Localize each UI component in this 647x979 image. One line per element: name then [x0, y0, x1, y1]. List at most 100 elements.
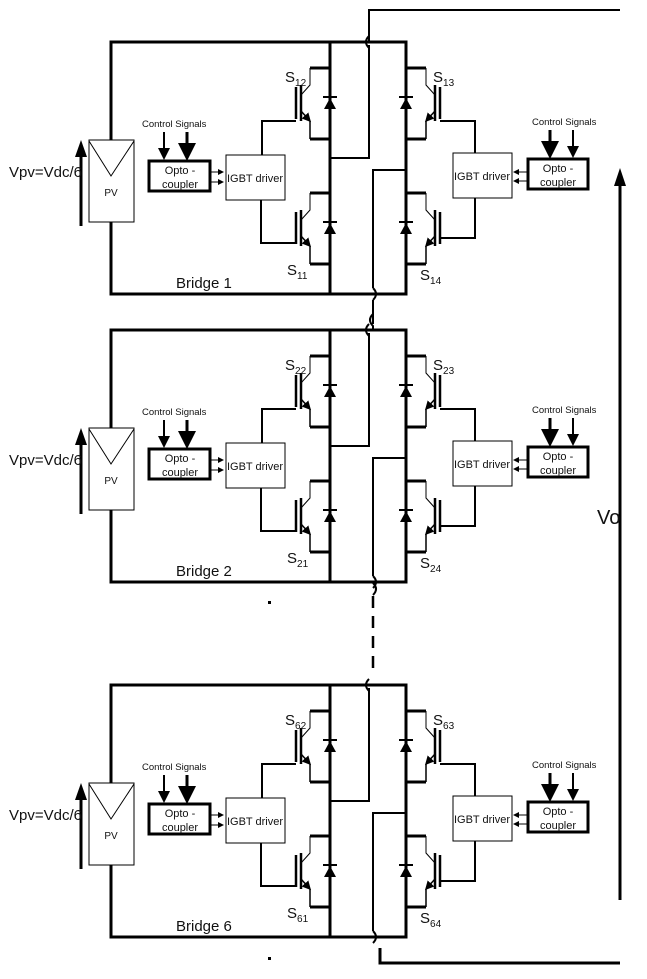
igbt-collector [425, 836, 436, 864]
igbt-emitter-arrow-icon [424, 878, 436, 891]
gate-drive-wire-bottom [260, 843, 296, 887]
left-optocoupler-box [147, 447, 212, 481]
switch-label-subscript: 63 [443, 721, 455, 732]
gate-drive-wire-top [261, 763, 296, 798]
right-optocoupler-box [526, 800, 590, 834]
vpv-arrow-head-icon [75, 428, 87, 445]
igbt-emitter-arrow-icon [300, 110, 312, 123]
switch-label-subscript: 23 [443, 366, 455, 377]
right-opto-label-line1: Opto - [543, 806, 574, 818]
dc-link-loop [109, 40, 408, 296]
pv-label: PV [104, 476, 118, 487]
diode-icon [400, 98, 412, 109]
diode-icon [324, 223, 336, 234]
igbt-collector [425, 356, 436, 384]
vpv-arrow-head-icon [75, 140, 87, 157]
igbt-emitter-arrow-icon [300, 398, 312, 411]
switch-label-top-left: S62 [285, 712, 307, 732]
gate-drive-wire-bottom [440, 486, 476, 527]
igbt-emitter-arrow-icon [300, 523, 312, 536]
wire-crossing-hop [365, 323, 370, 337]
left-igbt-driver-box [225, 797, 286, 844]
left-midpoint-wire [330, 688, 370, 802]
switch-label-top-left: S22 [285, 357, 307, 377]
switch-label-subscript: 13 [443, 78, 455, 89]
left-igbt-driver-box [225, 442, 286, 489]
left-igbt-driver-label: IGBT driver [227, 173, 283, 185]
bridge-name-label: Bridge 1 [176, 275, 232, 292]
igbt-collector [300, 711, 311, 739]
switch-label-top-right: S13 [433, 69, 455, 89]
switch-label-top-right: S63 [433, 712, 455, 732]
igbt-collector [300, 68, 311, 96]
igbt-collector [425, 68, 436, 96]
right-optocoupler-box [526, 157, 590, 191]
switch-label-subscript: 61 [297, 914, 309, 925]
switch-label-subscript: 24 [430, 564, 442, 575]
vpv-arrow-head-icon [75, 783, 87, 800]
diode-icon [324, 866, 336, 877]
diode-icon [400, 511, 412, 522]
igbt-emitter-arrow-icon [424, 753, 436, 766]
continuation-dot [268, 957, 271, 960]
left-igbt-driver-label: IGBT driver [227, 816, 283, 828]
igbt-emitter-arrow-icon [300, 235, 312, 248]
left-control-signals-label: Control Signals [142, 762, 207, 773]
left-opto-label-line2: coupler [162, 467, 198, 479]
left-control-signals-label: Control Signals [142, 119, 207, 130]
switch-label-top-left: S12 [285, 69, 307, 89]
switch-label-subscript: 21 [297, 559, 309, 570]
right-igbt-driver-label: IGBT driver [454, 814, 510, 826]
igbt-collector [300, 836, 311, 864]
switch-label-bot-left: S11 [287, 262, 308, 282]
left-midpoint-wire [330, 45, 370, 159]
switch-label-top-right: S23 [433, 357, 455, 377]
bridge-name-label: Bridge 6 [176, 918, 232, 935]
switch-label-subscript: 14 [430, 276, 442, 287]
pv-label: PV [104, 831, 118, 842]
right-control-signals-label: Control Signals [532, 405, 597, 416]
left-opto-label-line1: Opto - [165, 165, 196, 177]
gate-drive-wire-bottom [260, 488, 296, 532]
left-optocoupler-box [147, 802, 212, 836]
right-opto-label-line1: Opto - [543, 451, 574, 463]
switch-label-bot-left: S21 [287, 550, 309, 570]
switch-label-main: S [420, 267, 430, 284]
igbt-collector [425, 193, 436, 221]
gate-drive-wire-top [440, 763, 476, 796]
igbt-collector [300, 356, 311, 384]
left-opto-label-line2: coupler [162, 822, 198, 834]
switch-label-bot-right: S14 [420, 267, 442, 287]
continuation-dot [268, 601, 271, 604]
right-igbt-driver-box [452, 152, 513, 199]
right-opto-label-line2: coupler [540, 820, 576, 832]
pv-label: PV [104, 188, 118, 199]
diode-icon [400, 741, 412, 752]
right-opto-label-line1: Opto - [543, 163, 574, 175]
output-wiring: Vo [268, 9, 626, 965]
pv-voltage-label: Vpv=Vdc/6 [9, 164, 82, 181]
igbt-emitter-arrow-icon [424, 235, 436, 248]
left-opto-label-line1: Opto - [165, 453, 196, 465]
switch-label-main: S [433, 357, 443, 374]
switch-label-subscript: 12 [295, 78, 307, 89]
gate-drive-wire-top [261, 120, 296, 155]
right-midpoint-wire [372, 169, 406, 288]
switch-label-main: S [287, 550, 297, 567]
gate-drive-wire-bottom [260, 200, 296, 244]
bridge-name-label: Bridge 2 [176, 563, 232, 580]
switch-label-bot-left: S61 [287, 905, 309, 925]
switch-label-main: S [287, 905, 297, 922]
left-opto-label-line1: Opto - [165, 808, 196, 820]
diode-icon [324, 511, 336, 522]
switch-label-subscript: 64 [430, 919, 442, 930]
output-bottom-wire [378, 948, 620, 965]
switch-label-main: S [433, 712, 443, 729]
pv-voltage-label: Vpv=Vdc/6 [9, 452, 82, 469]
wire-crossing-hop [372, 575, 377, 589]
switch-label-subscript: 62 [295, 721, 307, 732]
switch-label-main: S [285, 69, 295, 86]
left-igbt-driver-box [225, 154, 286, 201]
left-midpoint-wire [330, 333, 370, 447]
